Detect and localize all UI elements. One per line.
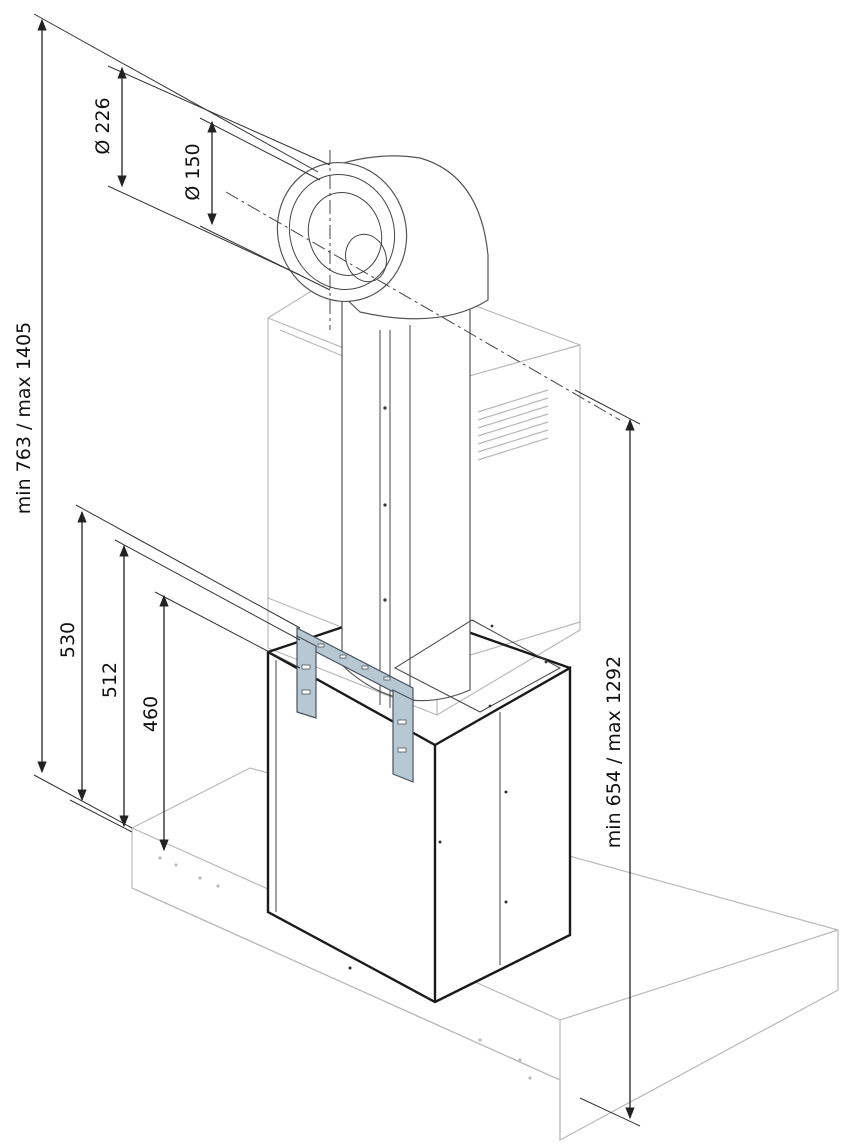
lower-chimney: [266, 606, 572, 1004]
dimension-lines: [33, 13, 641, 1127]
bracket-mid-label: 512: [99, 662, 121, 698]
bracket-top-label: 530: [57, 622, 79, 658]
overall-height-label: min 763 / max 1405: [13, 322, 35, 514]
wall-bracket: [296, 627, 414, 783]
outer-diameter-label: Ø 226: [92, 97, 114, 154]
bracket-low-label: 460: [140, 696, 162, 732]
vent-slots: [477, 389, 549, 461]
lower-height-label: min 654 / max 1292: [603, 656, 625, 848]
inner-diameter-label: Ø 150: [182, 143, 204, 200]
exhaust-duct: [276, 155, 562, 713]
